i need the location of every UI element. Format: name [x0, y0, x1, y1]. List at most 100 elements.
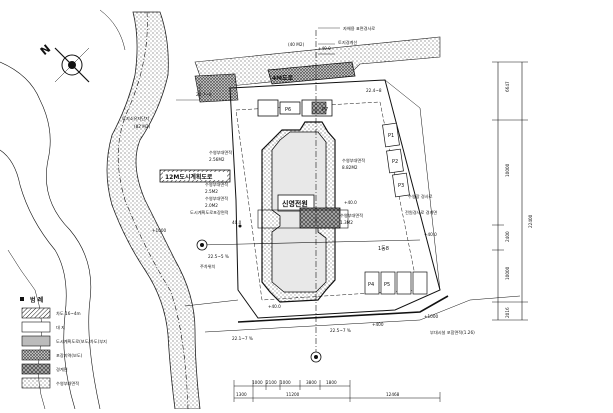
legend-bullet-icon [20, 297, 24, 301]
legend-swatch [21, 377, 51, 389]
building-name: 신영전원 [282, 199, 308, 208]
level-text: +40.0 [318, 46, 331, 51]
entrance-block [311, 101, 327, 115]
parking-label: P2 [392, 159, 398, 165]
dimension-text: 1000 [252, 380, 263, 385]
north-label: N [38, 42, 53, 58]
section-marker-dot [314, 355, 318, 359]
dimension-line [497, 62, 523, 320]
legend-swatch [21, 349, 51, 361]
site-boundary [229, 79, 441, 319]
legend-swatch [21, 321, 51, 333]
contour-line [0, 61, 101, 410]
legend-item: 차도 16~4m [56, 310, 81, 317]
legend-item: 포장지역(보도) [56, 352, 83, 359]
building-axis-box [257, 209, 349, 229]
legend-item: 수영부대면적 [56, 380, 79, 387]
level-text: +1000 [152, 228, 167, 233]
legend-swatch [21, 307, 51, 319]
road-bottom-line [204, 295, 521, 333]
dimension-text: 2400 [505, 231, 510, 242]
road-junction-paved [194, 73, 239, 103]
legend-title: 범 례 [30, 296, 44, 304]
dimension-text: 10000 [505, 163, 510, 177]
slope-text: 22.7~8 [196, 92, 212, 97]
level-text: +40.0 [268, 304, 281, 309]
parking-slot [412, 271, 428, 295]
level-text: +40.0 [344, 200, 357, 205]
dimension-text: 10000 [505, 266, 510, 280]
leader-lines [176, 84, 201, 101]
stream-band [106, 11, 201, 410]
dimension-text: 1300 [236, 392, 247, 397]
parking-slot [386, 148, 404, 174]
legend-swatch [21, 363, 51, 375]
note-text: 수영부대면적 [205, 181, 228, 188]
dimension-text: 2100 [266, 380, 277, 385]
legend-swatch [21, 335, 51, 347]
road-12m-label-bg [163, 172, 227, 180]
legend-item: 도시계획도로(보도/차도)부지 [56, 338, 107, 345]
slope-text: 22.1~7 % [232, 336, 253, 341]
parking-slot [279, 101, 301, 115]
section-line [199, 239, 421, 246]
slope-text: 22.5~7 % [330, 328, 351, 333]
site-edge-right [384, 79, 441, 291]
legend-item: 대 지 [56, 324, 65, 331]
note-text: 수영장 경사로 [408, 193, 433, 200]
note-text: 자해용 표면경사로 [343, 25, 375, 32]
note-text: 수영부대면적 [342, 157, 365, 164]
note-text: (82 M2) [134, 124, 151, 129]
dimension-text: 22400 [528, 214, 533, 228]
note-text: 8.82M2 [342, 165, 358, 170]
parking-slot [380, 271, 396, 295]
note-text: 1.3M2 [340, 220, 353, 225]
contour-line [99, 9, 126, 51]
section-marker-dot [200, 243, 204, 247]
parking-slot [392, 172, 410, 198]
note-text: 수영부대면적 [340, 212, 363, 219]
level-text: 40.0 [232, 220, 242, 225]
parking-bottom-group: P4 P5 [364, 271, 428, 295]
dimension-text: 1000 [280, 380, 291, 385]
road-4m-label: 4M도로 [272, 75, 294, 82]
note-text: 2.5M2 [205, 189, 218, 194]
facility-box [257, 99, 279, 117]
parking-label: P7 [322, 107, 328, 113]
building-core [299, 207, 341, 229]
note-text: 부대시설 포함면적(1.26) [430, 329, 475, 336]
north-arrow-icon: N [38, 42, 90, 83]
building-name-box [277, 194, 315, 212]
dimension-ticks [492, 61, 528, 321]
dimension-bottom: 1000 2100 1000 3800 1800 1300 11200 1246… [233, 380, 441, 402]
note-text: (40 M2) [288, 42, 305, 47]
dimension-ticks [233, 380, 441, 402]
road-4m-paved [267, 61, 356, 85]
dimension-text: 3800 [306, 380, 317, 385]
level-text: +1000 [424, 314, 439, 319]
legend-item: 경계면 [56, 366, 68, 373]
parking-label: P6 [285, 107, 291, 113]
parking-slot [364, 271, 380, 295]
note-text: 수영부대면적 [205, 195, 228, 202]
parking-slot [382, 122, 400, 148]
note-text: 토지경계선 [338, 39, 357, 46]
dimension-right: 6647 10000 2400 22400 10000 2016 [492, 61, 533, 321]
note-text: 수영부대면적 [209, 149, 232, 156]
note-text: 전원경사로 경계면 [405, 209, 437, 216]
road-left-link [184, 299, 239, 307]
note-text: 2.56M2 [209, 157, 225, 162]
slope-text: 22.5~5 % [208, 254, 229, 259]
slope-text: 22.4~8 [366, 88, 382, 93]
note-text: 토지소유자단지 [122, 115, 149, 122]
parking-label: P4 [368, 282, 374, 288]
dimension-text: 2016 [505, 307, 510, 318]
stream-centerline [117, 11, 189, 410]
parking-label: P1 [388, 133, 394, 139]
dimension-text: 6647 [505, 81, 510, 92]
parking-right-group: P1 P2 P3 [382, 122, 410, 198]
leader-lines [318, 27, 340, 55]
level-text: +400 [372, 322, 384, 327]
